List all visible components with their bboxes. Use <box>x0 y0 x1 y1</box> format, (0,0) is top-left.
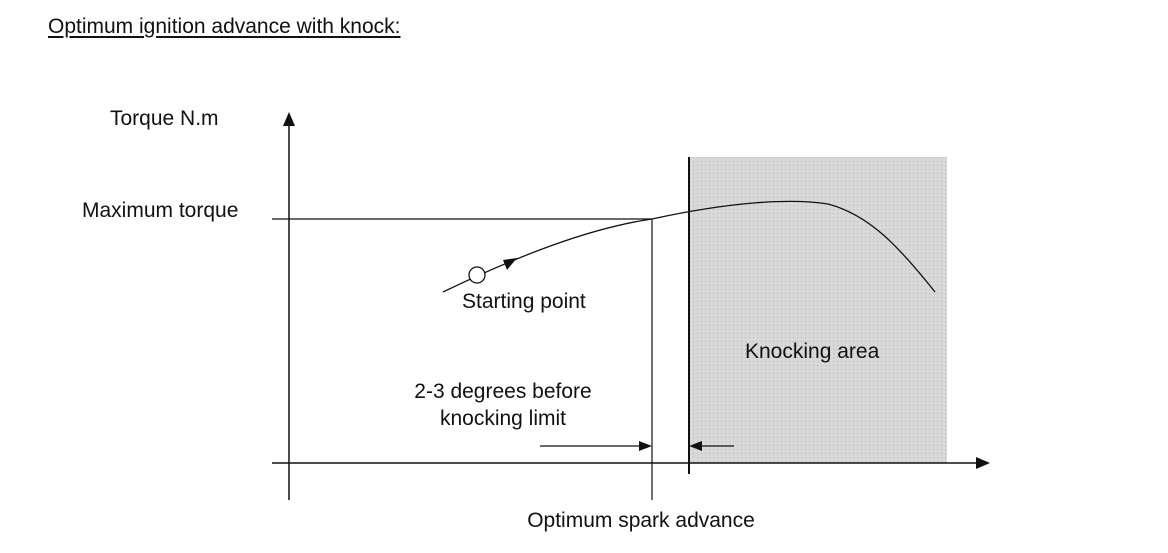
y-axis-arrow-icon <box>283 112 295 126</box>
curve-direction-arrow-icon <box>503 258 517 270</box>
starting-point-label: Starting point <box>462 290 586 313</box>
margin-label-line2: knocking limit <box>440 407 566 430</box>
margin-label-line1: 2-3 degrees before <box>414 380 591 403</box>
x-axis-label: Optimum spark advance <box>527 509 755 532</box>
torque-curve <box>442 200 936 293</box>
knocking-area-region <box>689 157 947 463</box>
max-torque-label: Maximum torque <box>82 199 238 222</box>
margin-arrow-right-head-icon <box>639 441 652 451</box>
diagram-heading: Optimum ignition advance with knock: <box>48 15 401 38</box>
x-axis-arrow-icon <box>976 457 990 469</box>
knocking-area-label: Knocking area <box>745 340 880 363</box>
starting-point-marker <box>468 266 486 284</box>
margin-arrow-left-head-icon <box>689 441 702 451</box>
y-axis-label: Torque N.m <box>110 107 219 130</box>
